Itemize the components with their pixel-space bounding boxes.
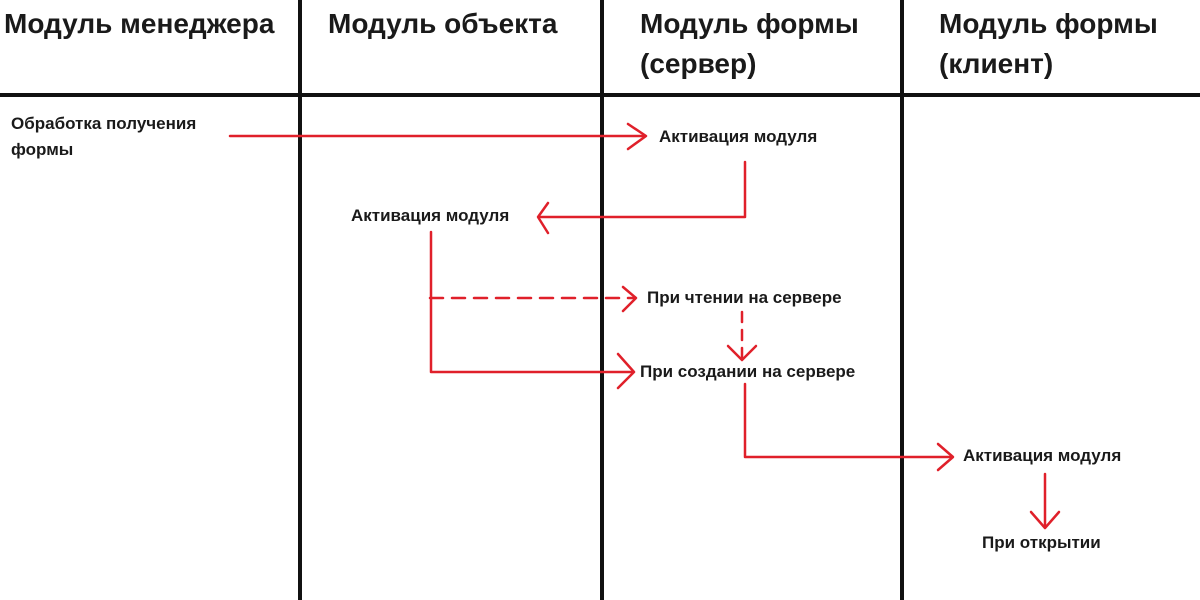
column-title-form-client-module: Модуль формы (клиент) [939,4,1158,84]
node-on-read-at-server: При чтении на сервере [647,285,842,311]
arrow-object-to-on-create [429,230,634,374]
node-label-line2: формы [11,140,74,159]
node-on-open: При открытии [982,530,1101,556]
arrow-head [616,352,636,390]
column-title-text: Модуль объекта [328,8,558,39]
arrow-on-create-to-client-activation [743,382,954,459]
node-label: При чтении на сервере [647,288,842,307]
node-on-create-at-server: При создании на сервере [640,359,855,385]
arrow-head [536,201,550,235]
node-get-form-processing: Обработка получения формы [11,111,196,163]
column-divider-1 [298,0,302,600]
column-title-object-module: Модуль объекта [328,4,557,44]
column-divider-3 [900,0,904,600]
node-module-activation-object: Активация модуля [351,203,509,229]
node-module-activation-form-server: Активация модуля [659,124,817,150]
arrow-head [1029,510,1061,530]
node-label: При открытии [982,533,1101,552]
column-title-manager-module: Модуль менеджера [4,4,274,44]
arrow-head [936,442,955,472]
node-module-activation-form-client: Активация модуля [963,443,1121,469]
column-title-line2: (клиент) [939,48,1054,79]
column-title-line1: Модуль формы [640,8,859,39]
column-title-line2: (сервер) [640,48,757,79]
column-title-text: Модуль менеджера [4,8,275,39]
arrow-head [621,285,638,313]
arrow-head [626,122,648,151]
node-label-line1: Обработка получения [11,114,197,133]
node-label: Активация модуля [351,206,510,225]
node-label: При создании на сервере [640,362,856,381]
arrow-head [726,344,758,362]
node-label: Активация модуля [659,127,818,146]
column-title-line1: Модуль формы [939,8,1158,39]
column-divider-2 [600,0,604,600]
column-title-form-server-module: Модуль формы (сервер) [640,4,859,84]
node-label: Активация модуля [963,446,1122,465]
arrow-server-activation-to-object-activation [538,160,747,219]
header-divider [0,93,1200,97]
